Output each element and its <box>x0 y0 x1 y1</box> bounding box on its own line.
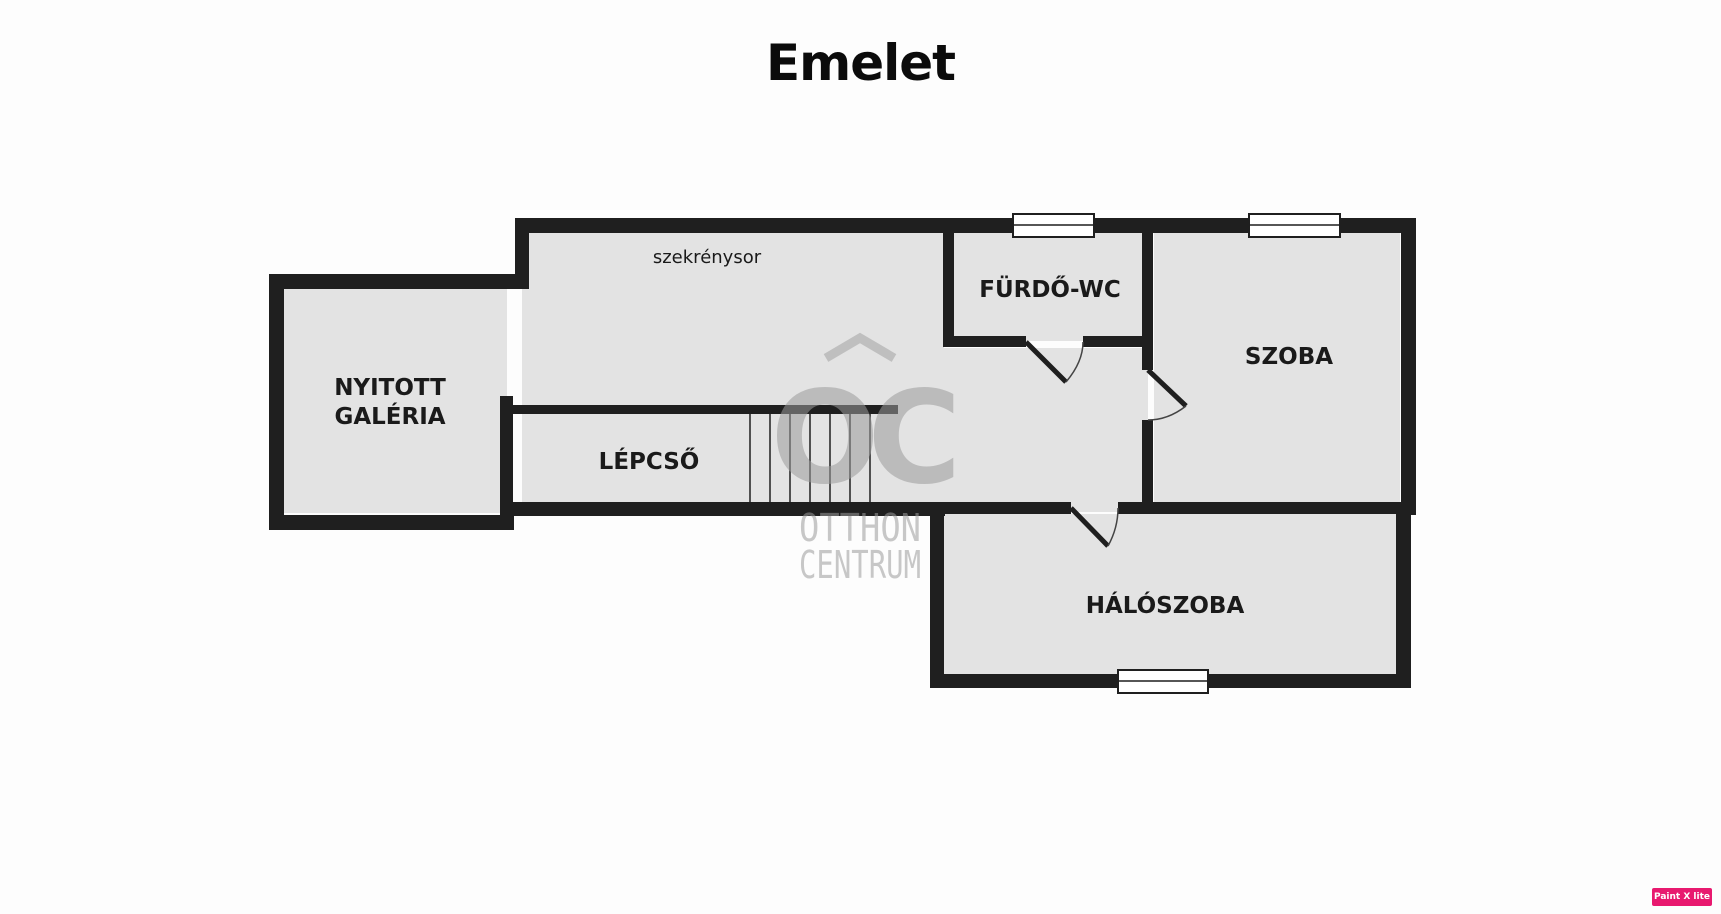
window-bathroom <box>1012 213 1095 238</box>
windows <box>1012 213 1341 694</box>
stairs-label: LÉPCSŐ <box>599 447 700 475</box>
bedroom-floor <box>944 514 1398 676</box>
stair-treads <box>749 414 871 502</box>
hall-floor <box>522 228 944 510</box>
wall-bath-right <box>1142 228 1153 346</box>
wall-bedroom-left <box>930 502 944 684</box>
wardrobe-label: szekrénysor <box>653 247 762 268</box>
wall-gallery-top <box>269 274 528 289</box>
wall-right-upper <box>1401 218 1416 515</box>
room-label: SZOBA <box>1245 344 1333 370</box>
wall-room-left-lower <box>1142 420 1153 508</box>
wall-top-right <box>1340 218 1416 233</box>
wall-bath-left <box>943 228 954 346</box>
room-floor <box>1154 233 1400 503</box>
watermark: OC OTTHON CENTRUM <box>771 332 965 587</box>
wall-bath-bottom-right <box>1083 336 1149 347</box>
wall-gallery-left <box>269 274 284 530</box>
wall-stair-bottom <box>505 502 945 516</box>
bedroom-label: HÁLÓSZOBA <box>1086 591 1245 619</box>
gallery-floor <box>277 283 507 513</box>
wall-bedroom-bottom-left <box>930 674 1118 688</box>
wall-gallery-bottom <box>269 515 514 530</box>
watermark-line2: CENTRUM <box>799 543 921 587</box>
watermark-line1: OTTHON <box>799 506 921 550</box>
watermark-roof-icon <box>823 332 897 362</box>
bathroom-floor <box>952 233 1142 341</box>
wall-bedroom-top-right <box>1118 502 1411 514</box>
wall-stair-top <box>505 405 898 414</box>
door-bedroom <box>1069 506 1119 548</box>
floor-areas <box>277 228 1400 676</box>
wall-top-mid <box>1094 218 1249 233</box>
door-bathroom <box>1024 340 1084 384</box>
wall-bedroom-top-left <box>935 502 1071 514</box>
doors <box>1024 340 1188 548</box>
corridor-floor <box>944 348 1148 512</box>
page-title: Emelet <box>765 34 956 92</box>
bathroom-label: FÜRDŐ-WC <box>979 275 1121 303</box>
app-badge: Paint X lite <box>1652 888 1712 906</box>
wall-room-left-upper <box>1142 340 1153 370</box>
wall-step <box>515 218 529 289</box>
wall-right-lower <box>1396 508 1411 688</box>
window-room <box>1248 213 1341 238</box>
room-labels: NYITOTT GALÉRIA szekrénysor LÉPCSŐ FÜRDŐ… <box>334 247 1333 619</box>
door-room <box>1146 368 1188 421</box>
gallery-label-line1: NYITOTT <box>334 375 446 401</box>
wall-bedroom-bottom-right <box>1208 674 1411 688</box>
wall-stair-left <box>500 396 513 516</box>
window-bedroom <box>1117 669 1209 694</box>
walls <box>269 218 1416 688</box>
watermark-monogram: OC <box>771 364 954 513</box>
gallery-label-line2: GALÉRIA <box>334 402 445 430</box>
wall-top-left <box>515 218 1013 233</box>
wall-bath-bottom-left <box>943 336 1026 347</box>
